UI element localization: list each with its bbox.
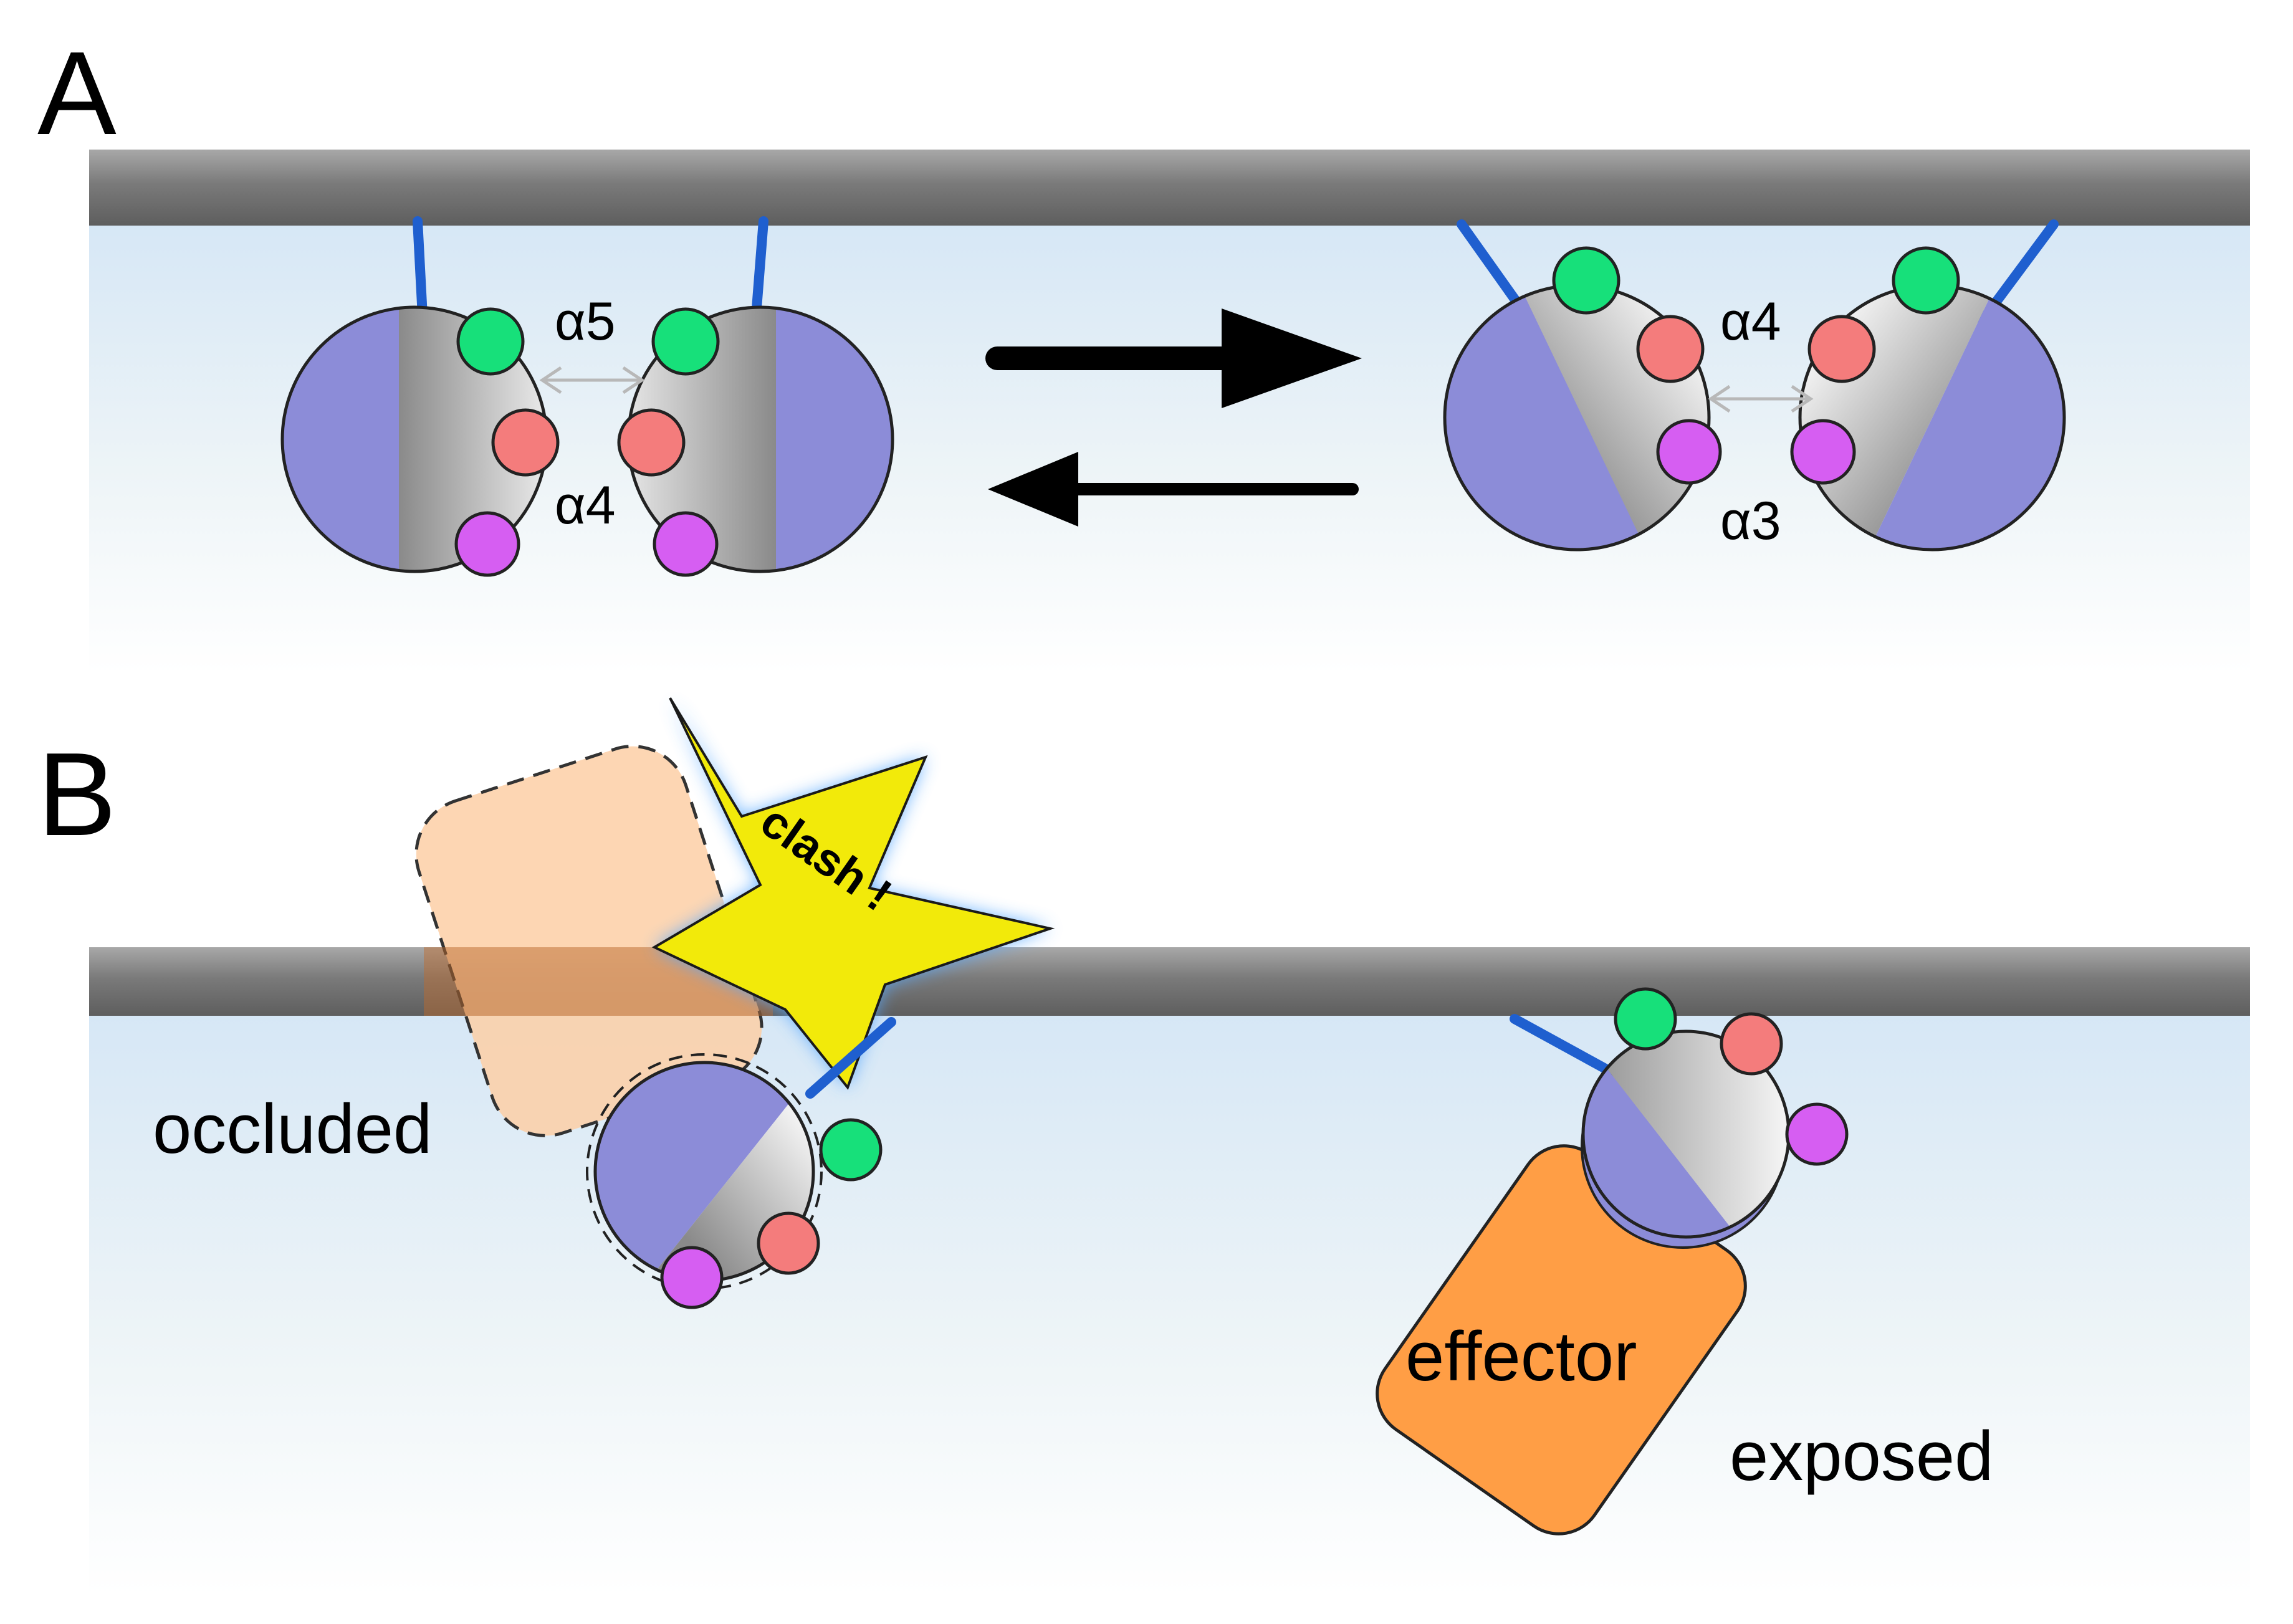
label-alpha4-right: α4 — [1720, 292, 1781, 351]
green-residue — [1892, 246, 1960, 315]
label-alpha3: α3 — [1720, 491, 1781, 551]
magenta-residue — [1656, 419, 1722, 485]
magenta-residue — [454, 511, 520, 577]
magenta-residue — [1785, 1102, 1849, 1166]
label-occluded: occluded — [153, 1090, 432, 1168]
membrane-a — [89, 150, 2250, 226]
label-alpha4-left: α4 — [555, 475, 616, 535]
magenta-residue — [1790, 419, 1856, 485]
panel-letter-a: A — [37, 27, 117, 160]
molecule-b-occluded — [586, 1017, 896, 1309]
salmon-residue — [1720, 1012, 1783, 1076]
effector-label: effector — [1405, 1317, 1637, 1395]
label-alpha5: α5 — [555, 292, 616, 351]
magenta-residue — [660, 1246, 724, 1309]
molecule-a-tilted-right — [1790, 219, 2066, 552]
panel-letter-b: B — [37, 728, 117, 861]
molecule-a-tilted-left — [1443, 219, 1722, 552]
green-residue — [651, 307, 720, 376]
green-residue — [456, 307, 525, 376]
green-residue — [1614, 987, 1677, 1051]
salmon-residue — [1636, 315, 1705, 383]
salmon-residue — [757, 1211, 820, 1275]
clash-star: clash ! — [651, 697, 1055, 1091]
label-exposed: exposed — [1730, 1417, 1993, 1495]
equilibrium-reverse-arrow — [988, 452, 1359, 527]
interface-double-arrow-left — [539, 366, 645, 394]
salmon-residue — [1807, 315, 1876, 383]
equilibrium-forward-arrow — [985, 308, 1362, 408]
magenta-residue — [653, 511, 719, 577]
membrane-b — [89, 947, 2250, 1016]
green-residue — [819, 1118, 883, 1182]
green-residue — [1552, 246, 1620, 315]
interface-double-arrow-right — [1708, 385, 1814, 413]
salmon-residue — [617, 408, 686, 477]
cytoplasm-region-b — [89, 1013, 2250, 1595]
molecule-b-exposed — [1510, 987, 1849, 1249]
salmon-residue — [491, 408, 560, 477]
